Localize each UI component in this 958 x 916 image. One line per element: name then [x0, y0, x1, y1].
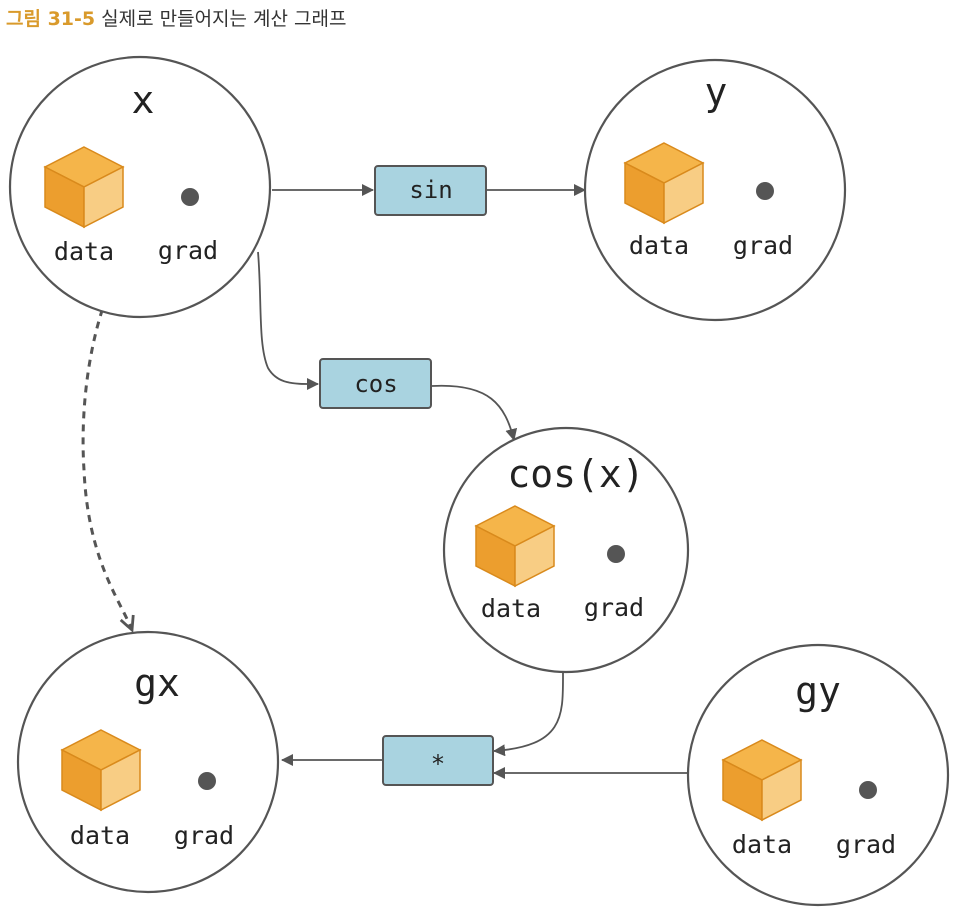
- node-y-grad-label: grad: [733, 231, 793, 260]
- data-cube-icon: [474, 505, 556, 588]
- function-mul: *: [382, 735, 494, 786]
- node-x-title: x: [132, 78, 155, 122]
- node-gx: gx data grad: [16, 630, 280, 894]
- data-cube-icon: [721, 739, 803, 822]
- node-gx-circle: [16, 630, 280, 894]
- figure-title: 실제로 만들어지는 계산 그래프: [101, 8, 347, 30]
- node-cosx: cos(x) data grad: [442, 426, 690, 674]
- function-cos: cos: [319, 358, 432, 409]
- grad-dot-icon: [198, 772, 216, 790]
- function-cos-label: cos: [354, 370, 397, 398]
- node-gx-data-label: data: [70, 821, 130, 850]
- node-gy-circle: [686, 643, 950, 907]
- node-gx-grad-label: grad: [174, 821, 234, 850]
- node-x: x data grad: [8, 55, 272, 319]
- node-gy-grad-label: grad: [836, 830, 896, 859]
- data-cube-icon: [60, 729, 142, 812]
- figure-number: 그림 31-5: [6, 8, 96, 30]
- function-sin-label: sin: [409, 176, 452, 204]
- function-sin-box: [374, 165, 487, 216]
- grad-dot-icon: [859, 781, 877, 799]
- node-y: y data grad: [583, 58, 847, 322]
- function-sin: sin: [374, 165, 487, 216]
- node-cosx-data-label: data: [481, 594, 541, 623]
- data-cube-icon: [623, 142, 705, 225]
- node-cosx-circle: [442, 426, 690, 674]
- grad-dot-icon: [181, 188, 199, 206]
- node-gy-title: gy: [795, 669, 841, 713]
- node-y-title: y: [705, 70, 728, 114]
- grad-dot-icon: [756, 182, 774, 200]
- edge-cos-to-cosx: [431, 384, 518, 441]
- edge-x-to-cos: [257, 251, 319, 391]
- node-x-grad-label: grad: [158, 236, 218, 265]
- node-y-data-label: data: [629, 231, 689, 260]
- function-mul-box: [382, 735, 494, 786]
- node-y-circle: [583, 58, 847, 322]
- data-cube-icon: [43, 146, 125, 229]
- node-gx-title: gx: [134, 661, 180, 705]
- grad-dot-icon: [607, 545, 625, 563]
- node-cosx-grad-label: grad: [584, 593, 644, 622]
- function-mul-label: *: [431, 750, 445, 778]
- node-gy-data-label: data: [732, 830, 792, 859]
- node-x-circle: [8, 55, 272, 319]
- function-cos-box: [319, 358, 432, 409]
- edge-cosx-to-mul: [493, 672, 564, 757]
- node-cosx-title: cos(x): [507, 452, 644, 496]
- node-x-data-label: data: [54, 237, 114, 266]
- node-gy: gy data grad: [686, 643, 950, 907]
